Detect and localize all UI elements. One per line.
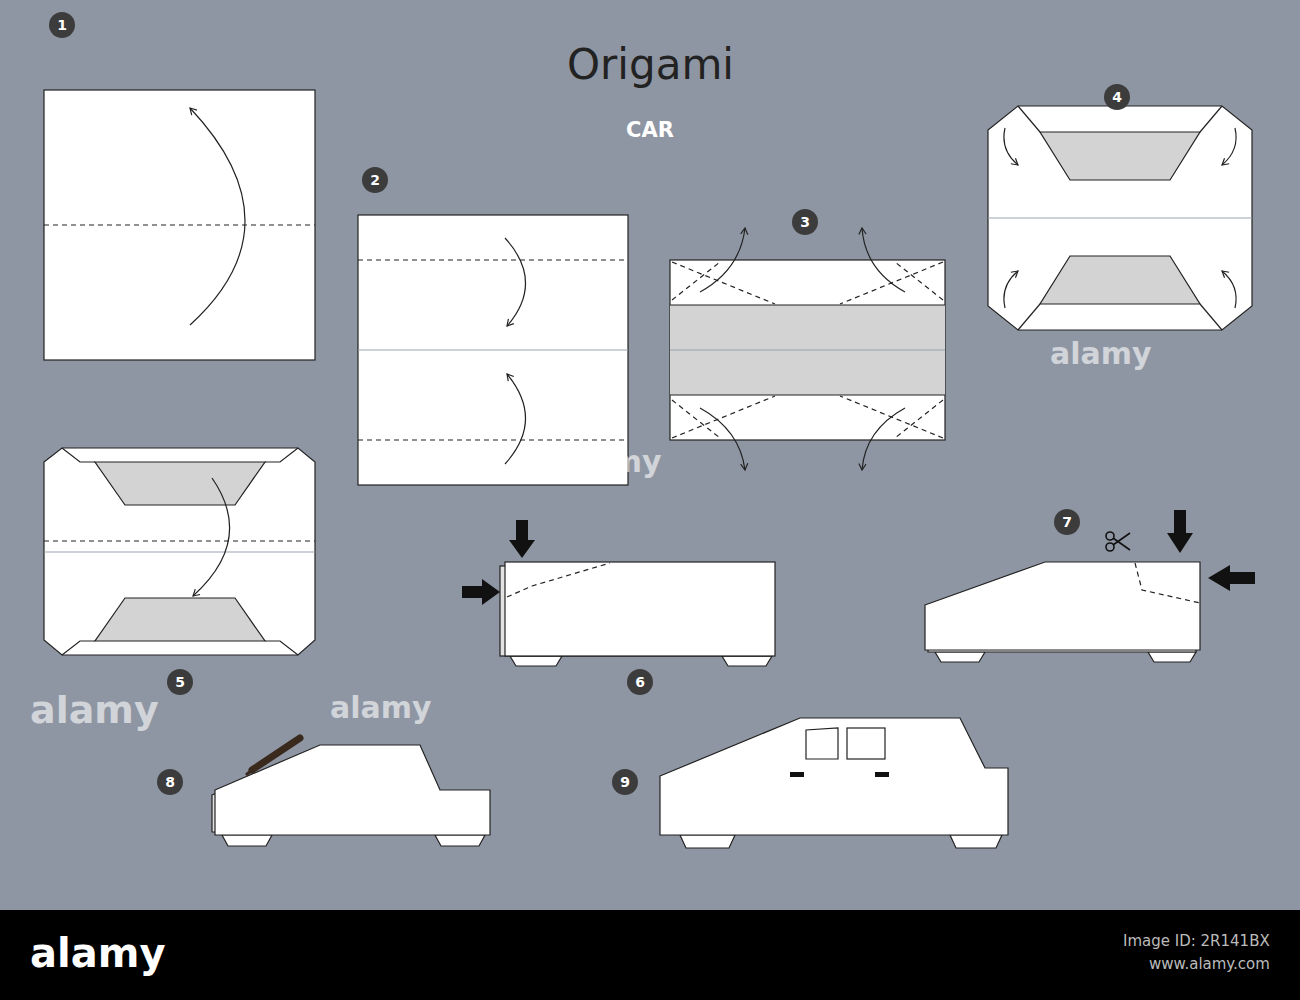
step-number: 5 bbox=[167, 669, 193, 695]
subtitle: CAR bbox=[626, 118, 674, 142]
step-number: 2 bbox=[362, 167, 388, 193]
step-number-text: 5 bbox=[175, 675, 185, 689]
step-number-text: 7 bbox=[1062, 515, 1072, 529]
step-number-text: 9 bbox=[620, 775, 630, 789]
title: Origami bbox=[567, 40, 734, 89]
step-number: 1 bbox=[49, 12, 75, 38]
step-number-text: 3 bbox=[800, 215, 810, 229]
step-number: 4 bbox=[1104, 84, 1130, 110]
watermark: alamy bbox=[30, 688, 159, 732]
step-number-text: 8 bbox=[165, 775, 175, 789]
step-number: 8 bbox=[157, 769, 183, 795]
step-number-text: 1 bbox=[57, 18, 67, 32]
watermark: alamy bbox=[330, 690, 432, 725]
step-number: 7 bbox=[1054, 509, 1080, 535]
step-number-text: 2 bbox=[370, 173, 380, 187]
watermark: alamy bbox=[560, 444, 662, 479]
step-number-text: 6 bbox=[635, 675, 645, 689]
step-number: 6 bbox=[627, 669, 653, 695]
step-number: 9 bbox=[612, 769, 638, 795]
brand-logo: alamy bbox=[30, 930, 165, 976]
step-number: 3 bbox=[792, 209, 818, 235]
step-number-text: 4 bbox=[1112, 90, 1122, 104]
image-id: Image ID: 2R141BX bbox=[1123, 932, 1270, 950]
watermark: alamy bbox=[1050, 336, 1152, 371]
website: www.alamy.com bbox=[1149, 955, 1270, 973]
